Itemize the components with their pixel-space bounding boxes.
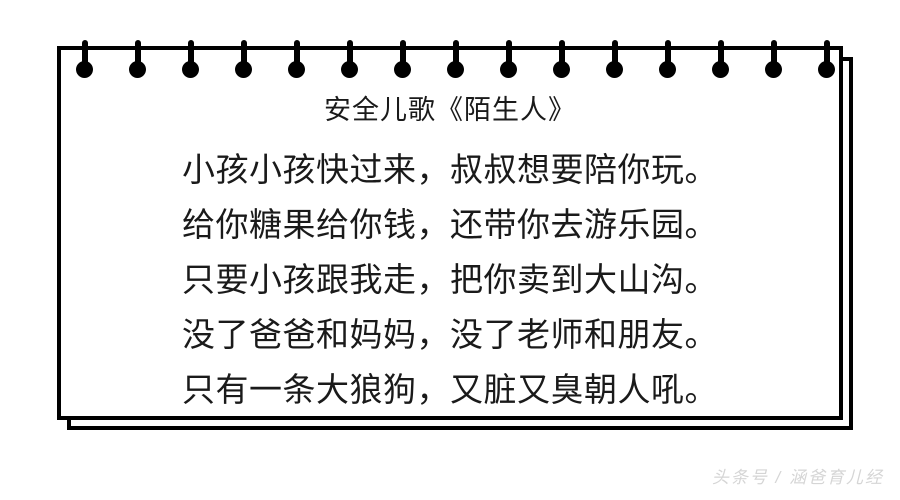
poem-line: 没了爸爸和妈妈，没了老师和朋友。 <box>182 316 718 353</box>
poem-title: 安全儿歌《陌生人》 <box>324 95 576 125</box>
poem-line: 只有一条大狼狗，又脏又臭朝人吼。 <box>182 371 718 408</box>
poem-line: 只要小孩跟我走，把你卖到大山沟。 <box>182 261 718 298</box>
poem-line: 小孩小孩快过来，叔叔想要陪你玩。 <box>182 151 718 188</box>
watermark: 头条号 / 涵爸育儿经 <box>711 468 884 487</box>
notepad-page <box>57 46 843 420</box>
poem-content: 安全儿歌《陌生人》 小孩小孩快过来，叔叔想要陪你玩。给你糖果给你钱，还带你去游乐… <box>57 46 843 420</box>
poem-line: 给你糖果给你钱，还带你去游乐园。 <box>182 206 718 243</box>
poem-line-list: 小孩小孩快过来，叔叔想要陪你玩。给你糖果给你钱，还带你去游乐园。只要小孩跟我走，… <box>182 142 718 417</box>
